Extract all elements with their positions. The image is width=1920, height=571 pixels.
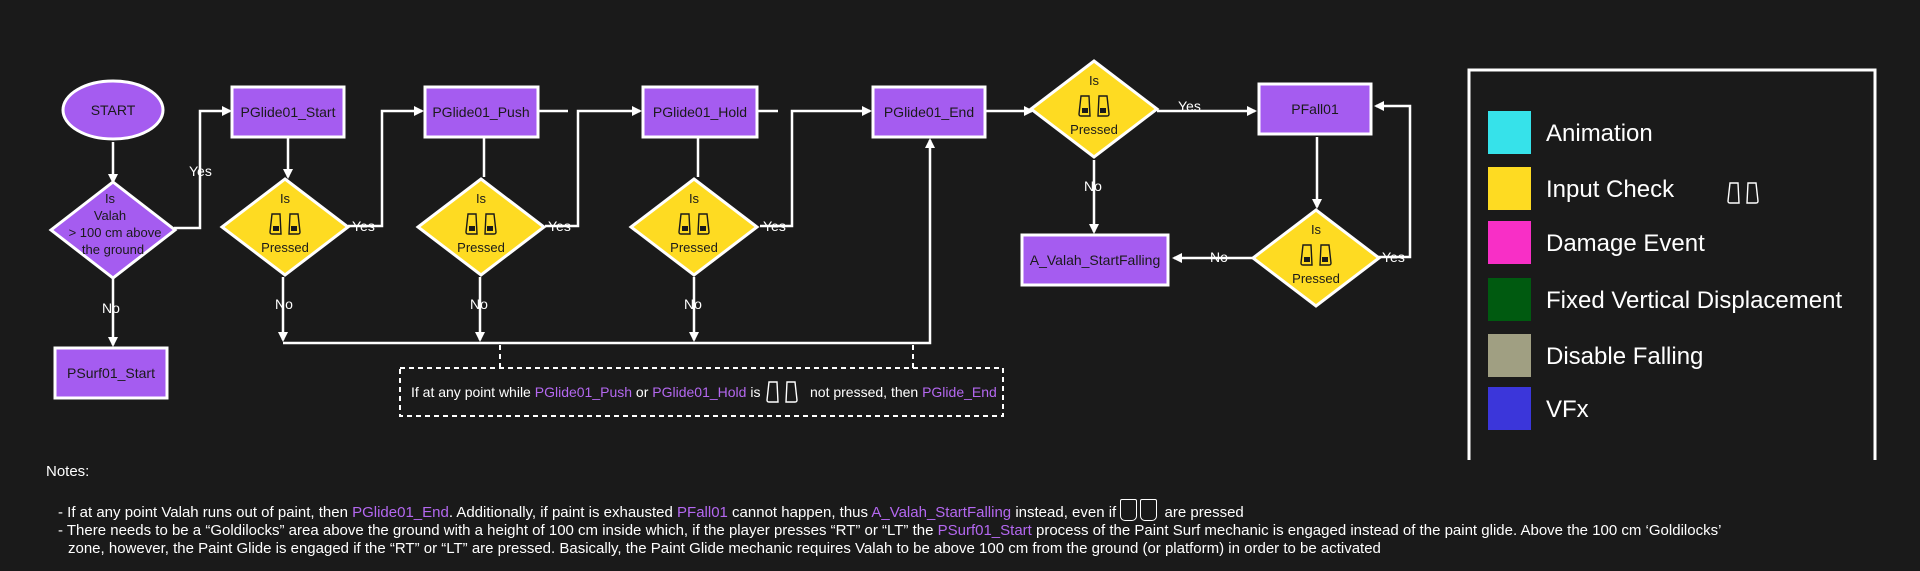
note-1: - If at any point Valah runs out of pain… <box>58 499 1906 522</box>
note-text: process of the Paint Surf mechanic is en… <box>1031 522 1722 539</box>
pressed-label: Pressed <box>457 240 505 255</box>
note-highlight: PSurf01_Start <box>937 522 1032 539</box>
valah-check-line-3: > 100 cm above <box>69 225 162 240</box>
connectors <box>108 101 1412 347</box>
legend-label: Animation <box>1546 120 1653 147</box>
valah-height-decision: Is Valah > 100 cm above the ground <box>48 180 178 280</box>
pglide-hold-box: PGlide01_Hold <box>641 85 759 139</box>
yes-label: Yes <box>1382 249 1405 265</box>
note-text: zone, however, the Paint Glide is engage… <box>68 540 1381 557</box>
note-highlight: PFall01 <box>677 504 728 521</box>
notes-title: Notes: <box>46 463 90 480</box>
legend-item-vfx: VFx <box>1488 387 1589 430</box>
no-label: No <box>275 296 293 312</box>
legend-item-input-check: Input Check <box>1488 167 1675 210</box>
psurf-start-label: PSurf01_Start <box>67 365 155 381</box>
yes-label: Yes <box>763 218 786 234</box>
is-label: Is <box>280 191 291 206</box>
no-label: No <box>684 296 702 312</box>
note-text: . Additionally, if paint is exhausted <box>448 504 678 521</box>
notes: Notes: - If at any point Valah runs out … <box>46 463 1906 558</box>
pglide-push-label: PGlide01_Push <box>432 104 529 120</box>
legend-swatch <box>1488 334 1531 377</box>
legend-label: VFx <box>1546 396 1589 423</box>
pressed-label: Pressed <box>1070 122 1118 137</box>
callout-text: If at any point while PGlide01_Push or P… <box>411 384 760 400</box>
legend-swatch <box>1488 167 1531 210</box>
legend-item-fixed-vertical-displacement: Fixed Vertical Displacement <box>1488 278 1842 321</box>
pressed-decision-push: Is Pressed <box>415 177 547 277</box>
is-label: Is <box>1311 222 1322 237</box>
pressed-decision-end: Is Pressed <box>1028 59 1160 159</box>
start-falling-box: A_Valah_StartFalling <box>1020 233 1170 287</box>
no-label: No <box>102 300 120 316</box>
is-label: Is <box>476 191 487 206</box>
start-label: START <box>91 102 136 118</box>
callout-connectors <box>399 345 1004 417</box>
note-text: - If at any point Valah runs out of pain… <box>58 504 353 521</box>
start-falling-label: A_Valah_StartFalling <box>1030 252 1160 268</box>
is-label: Is <box>689 191 700 206</box>
valah-check-line-1: Is <box>105 191 116 206</box>
pressed-label: Pressed <box>261 240 309 255</box>
legend-label: Disable Falling <box>1546 343 1703 370</box>
psurf-start-box: PSurf01_Start <box>53 346 169 400</box>
yes-label: Yes <box>352 218 375 234</box>
note-text: are pressed <box>1160 504 1244 521</box>
note-text: - There needs to be a “Goldilocks” area … <box>58 522 938 539</box>
legend-swatch <box>1488 111 1531 154</box>
pressed-label: Pressed <box>670 240 718 255</box>
legend-swatch <box>1488 221 1531 264</box>
trigger-icon <box>1727 182 1759 204</box>
pressed-label: Pressed <box>1292 271 1340 286</box>
note-text: instead, even if <box>1011 504 1121 521</box>
note-highlight: A_Valah_StartFalling <box>871 504 1012 521</box>
trigger-icon <box>766 381 798 403</box>
pglide-push-box: PGlide01_Push <box>423 85 540 139</box>
note-text: cannot happen, thus <box>727 504 872 521</box>
valah-check-line-2: Valah <box>94 208 126 223</box>
callout-text-end: not pressed, then PGlide_End <box>810 384 997 400</box>
yes-label: Yes <box>189 163 212 179</box>
no-label: No <box>1084 178 1102 194</box>
pglide-hold-label: PGlide01_Hold <box>653 104 747 120</box>
edge-labels: Yes No Yes Yes Yes Yes No Yes No No No N… <box>102 98 1405 316</box>
yes-label: Yes <box>548 218 571 234</box>
legend-item-animation: Animation <box>1488 111 1653 154</box>
start-node: START <box>61 79 165 141</box>
pressed-decision-pfall: Is Pressed <box>1250 208 1382 308</box>
legend-item-disable-falling: Disable Falling <box>1488 334 1703 377</box>
pglide-end-box: PGlide01_End <box>871 85 987 139</box>
pglide-end-label: PGlide01_End <box>884 104 974 120</box>
legend-label: Input Check <box>1546 176 1675 203</box>
note-2: - There needs to be a “Goldilocks” area … <box>58 522 1906 540</box>
legend-label: Damage Event <box>1546 230 1705 257</box>
no-label: No <box>1210 249 1228 265</box>
pglide-start-box: PGlide01_Start <box>230 85 346 139</box>
callout: If at any point while PGlide01_Push or P… <box>411 381 997 403</box>
trigger-icon <box>1140 499 1158 521</box>
legend-item-damage-event: Damage Event <box>1488 221 1705 264</box>
pressed-decision-hold: Is Pressed <box>628 177 760 277</box>
pglide-start-label: PGlide01_Start <box>241 104 336 120</box>
flowchart: START Is Valah > 100 cm above the ground… <box>48 59 1877 460</box>
legend-label: Fixed Vertical Displacement <box>1546 287 1842 314</box>
trigger-icon <box>1120 499 1138 521</box>
legend-swatch <box>1488 387 1531 430</box>
no-label: No <box>470 296 488 312</box>
note-highlight: PGlide01_End <box>352 504 449 521</box>
valah-check-line-4: the ground <box>82 242 144 257</box>
legend-swatch <box>1488 278 1531 321</box>
note-2-cont: zone, however, the Paint Glide is engage… <box>68 540 1906 558</box>
pressed-decision-start: Is Pressed <box>219 177 351 277</box>
pfall-label: PFall01 <box>1291 101 1339 117</box>
is-label: Is <box>1089 73 1100 88</box>
yes-label: Yes <box>1178 98 1201 114</box>
pfall-box: PFall01 <box>1257 82 1373 136</box>
